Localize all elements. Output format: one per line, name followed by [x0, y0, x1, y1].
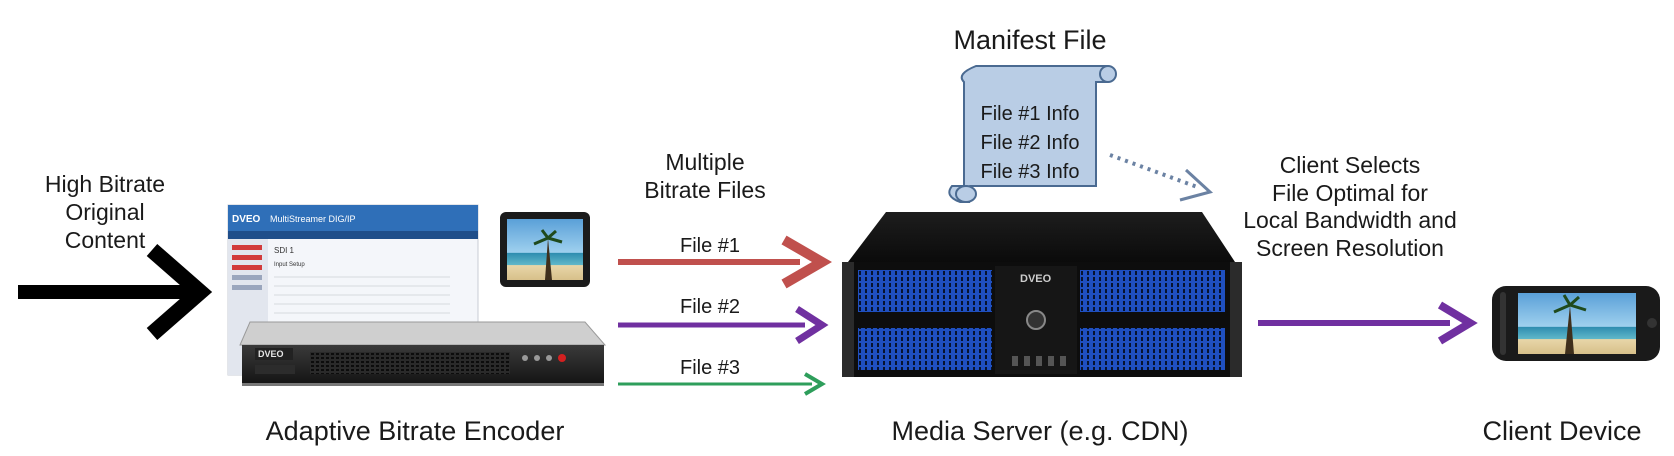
rack-logo: DVEO: [258, 349, 284, 359]
manifest-info-line-2: File #2 Info: [980, 132, 1080, 154]
manifest-info-lines: File #1 Info File #2 Info File #3 Info: [964, 100, 1096, 187]
file-2-label: File #2: [679, 296, 741, 318]
media-server: DVEO: [842, 212, 1242, 377]
manifest-title: Manifest File: [953, 25, 1107, 55]
client-label-line-4: Screen Resolution: [1256, 234, 1444, 261]
client-device-phone: [1492, 286, 1660, 361]
input-label-line-3: Content: [64, 227, 146, 254]
file-1-arrow: [618, 235, 832, 289]
server-caption: Media Server (e.g. CDN): [891, 416, 1189, 446]
file-1-label: File #1: [679, 235, 741, 257]
streams-heading: Multiple Bitrate Files: [615, 148, 795, 204]
file-2-arrow: [618, 306, 829, 344]
input-label: High Bitrate Original Content: [30, 170, 180, 254]
streams-heading-line-2: Bitrate Files: [644, 177, 766, 204]
screen-logo: DVEO: [232, 214, 261, 225]
input-label-line-1: High Bitrate: [44, 171, 166, 197]
manifest-dotted-arrow: [1109, 153, 1214, 202]
streams-heading-line-1: Multiple: [665, 149, 745, 175]
file-3-arrow: [618, 372, 826, 396]
manifest-info-line-3: File #3 Info: [980, 161, 1080, 183]
encoder-rack-unit: DVEO: [239, 321, 607, 386]
screen-section: Input Setup: [274, 262, 305, 268]
client-label-line-2: File Optimal for: [1272, 179, 1428, 206]
server-logo: DVEO: [1020, 273, 1052, 285]
client-caption: Client Device: [1482, 416, 1642, 446]
client-label-line-1: Client Selects: [1279, 152, 1421, 178]
client-label-line-3: Local Bandwidth and: [1243, 207, 1457, 234]
screen-title: MultiStreamer DIG/IP: [270, 214, 356, 224]
input-label-line-2: Original: [65, 199, 145, 226]
input-arrow: [18, 243, 213, 341]
encoder-tablet: [500, 212, 590, 287]
file-3-label: File #3: [679, 357, 741, 379]
manifest-scroll: [948, 65, 1117, 203]
screen-heading: SDI 1: [274, 246, 295, 255]
client-selection-label: Client Selects File Optimal for Local Ba…: [1215, 152, 1485, 262]
manifest-info-line-1: File #1 Info: [980, 103, 1080, 125]
client-arrow: [1258, 301, 1478, 345]
encoder-caption: Adaptive Bitrate Encoder: [265, 416, 565, 446]
encoder-software-screen: DVEO MultiStreamer DIG/IP SDI 1 Input Se…: [227, 204, 479, 376]
